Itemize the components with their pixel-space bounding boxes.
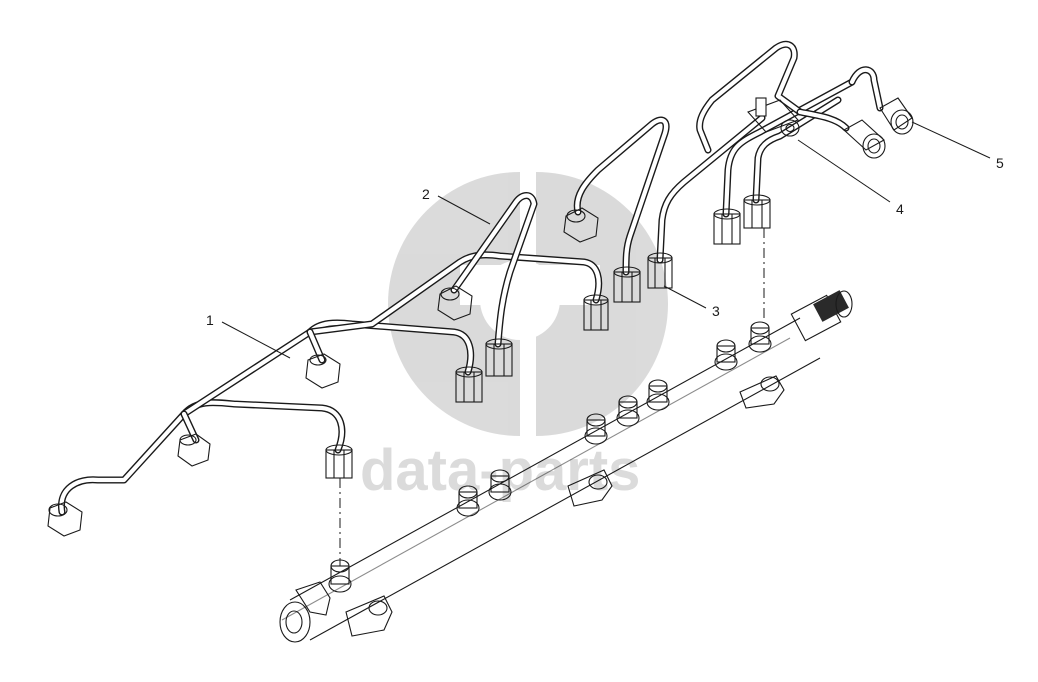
- callout-label-1: 1: [206, 312, 214, 328]
- alignment-lines: [339, 228, 765, 566]
- callout-2: 2: [422, 186, 491, 225]
- fuel-pipe-bundle: [696, 40, 914, 245]
- fuel-pipe-3: [563, 114, 766, 303]
- fuel-pipe-2: [437, 192, 538, 377]
- callout-label-5: 5: [996, 155, 1004, 171]
- callout-label-2: 2: [422, 186, 430, 202]
- callout-label-4: 4: [896, 201, 904, 217]
- callout-5: 5: [911, 121, 1004, 171]
- callout-1: 1: [206, 312, 291, 359]
- callout-label-3: 3: [712, 303, 720, 319]
- fuel-pipe-1: [47, 251, 609, 537]
- callout-3: 3: [663, 285, 720, 319]
- fuel-rail: [279, 290, 853, 643]
- callout-4: 4: [797, 139, 904, 217]
